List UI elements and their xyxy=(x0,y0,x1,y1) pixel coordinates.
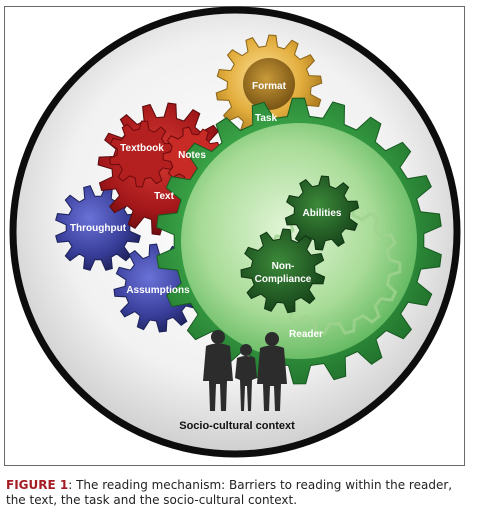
abilities-gear-icon xyxy=(284,175,360,251)
task-label: Task xyxy=(255,113,277,124)
assumptions-label: Assumptions xyxy=(126,285,190,296)
textbook-gear-icon xyxy=(108,120,176,188)
non-compliance-label-line1: Non- xyxy=(272,261,295,272)
abilities-label: Abilities xyxy=(303,208,342,219)
format-label: Format xyxy=(252,81,287,92)
non-compliance-label-line2: Compliance xyxy=(255,274,312,285)
textbook-label: Textbook xyxy=(120,143,164,154)
notes-label: Notes xyxy=(178,150,206,161)
text-label: Text xyxy=(154,191,174,202)
throughput-label: Throughput xyxy=(70,223,127,234)
caption-text: : The reading mechanism: Barriers to rea… xyxy=(6,478,453,507)
socio-cultural-context-label: Socio-cultural context xyxy=(179,420,295,432)
reading-mechanism-diagram: Format Task Textbook Notes Text Throughp… xyxy=(9,6,461,458)
people-silhouette-icon xyxy=(203,330,287,411)
non-compliance-gear-icon xyxy=(240,228,326,314)
reader-label: Reader xyxy=(289,329,323,340)
caption-figure-label: FIGURE 1 xyxy=(6,478,69,492)
task-gear-hub xyxy=(243,58,295,110)
figure-caption: FIGURE 1: The reading mechanism: Barrier… xyxy=(6,478,472,508)
